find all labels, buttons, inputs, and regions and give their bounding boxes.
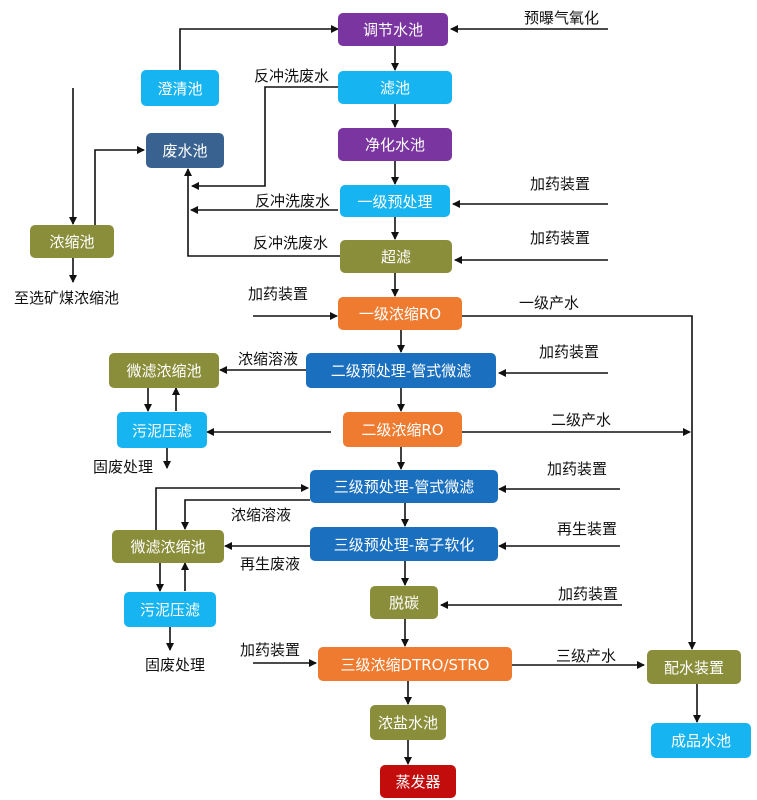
node-feishui: 废水池 [146, 133, 224, 168]
label-jiayao-3: 加药装置 [248, 285, 309, 303]
node-weilv1: 微滤浓缩池 [109, 353, 219, 388]
node-lvchi: 滤池 [338, 71, 452, 104]
node-tuotan: 脱碳 [370, 586, 438, 619]
label-nongsuo-rongye-1: 浓缩溶液 [238, 350, 299, 368]
label-zhixuan: 至选矿煤浓缩池 [14, 289, 120, 307]
arrow-nongsuo-feishui [94, 146, 145, 226]
node-chaolv: 超滤 [340, 240, 452, 273]
label-nongsuo-rongye-2: 浓缩溶液 [231, 506, 292, 524]
label-jiayao-6: 加药装置 [558, 585, 619, 603]
label-yubao: 预曝气氧化 [524, 9, 600, 27]
node-wuni1: 污泥压滤 [117, 412, 207, 448]
label-sanji-chanshui: 三级产水 [556, 647, 617, 665]
label-jiayao-1: 加药装置 [530, 175, 591, 193]
node-chengpin: 成品水池 [651, 723, 751, 758]
label-gufei-2: 固废处理 [145, 656, 206, 674]
node-peishui: 配水装置 [647, 650, 741, 684]
node-erji-ro: 二级浓缩RO [343, 412, 462, 447]
arrow-fanchong3 [184, 168, 340, 257]
node-sanji-yuchuli-gs: 三级预处理-管式微滤 [310, 470, 498, 503]
arrow-fanchong1 [191, 86, 338, 190]
arrow-weilv2-sanji1 [155, 484, 309, 530]
label-gufei-1: 固废处理 [93, 458, 154, 476]
node-yiji-ro: 一级浓缩RO [338, 297, 462, 330]
node-zhengfa: 蒸发器 [380, 765, 456, 798]
label-jiayao-2: 加药装置 [530, 229, 591, 247]
node-wuni2: 污泥压滤 [124, 592, 216, 627]
arrow-nongsuo-rongye2 [181, 499, 310, 530]
arrow-yiji-chanshui [462, 315, 696, 650]
label-fanchong-2: 反冲洗废水 [255, 192, 331, 210]
node-sanji-ro: 三级浓缩DTRO/STRO [318, 647, 512, 681]
node-weilv2: 微滤浓缩池 [112, 530, 224, 563]
label-fanchong-1: 反冲洗废水 [254, 67, 330, 85]
label-fanchong-3: 反冲洗废水 [253, 234, 329, 252]
node-erji-yuchuli: 二级预处理-管式微滤 [306, 353, 496, 388]
node-sanji-yuchuli-lz: 三级预处理-离子软化 [310, 527, 498, 561]
node-tiaojie: 调节水池 [338, 13, 448, 46]
label-jiayao-7: 加药装置 [240, 641, 301, 659]
label-jiayao-5: 加药装置 [547, 460, 608, 478]
label-yiji-chanshui: 一级产水 [519, 294, 580, 312]
node-yiji-yuchuli: 一级预处理 [340, 185, 450, 217]
node-nongsuo: 浓缩池 [30, 225, 114, 258]
node-chengqing: 澄清池 [141, 70, 219, 106]
node-jinghua: 净化水池 [338, 128, 452, 161]
label-zaisheng-feiye: 再生废液 [240, 555, 301, 573]
label-zaisheng-zhuangzhi: 再生装置 [557, 520, 618, 538]
node-nongyan: 浓盐水池 [370, 705, 446, 740]
label-erji-chanshui: 二级产水 [551, 411, 612, 429]
label-jiayao-4: 加药装置 [539, 343, 600, 361]
arrow-chengqing-tiaojie [179, 25, 339, 70]
